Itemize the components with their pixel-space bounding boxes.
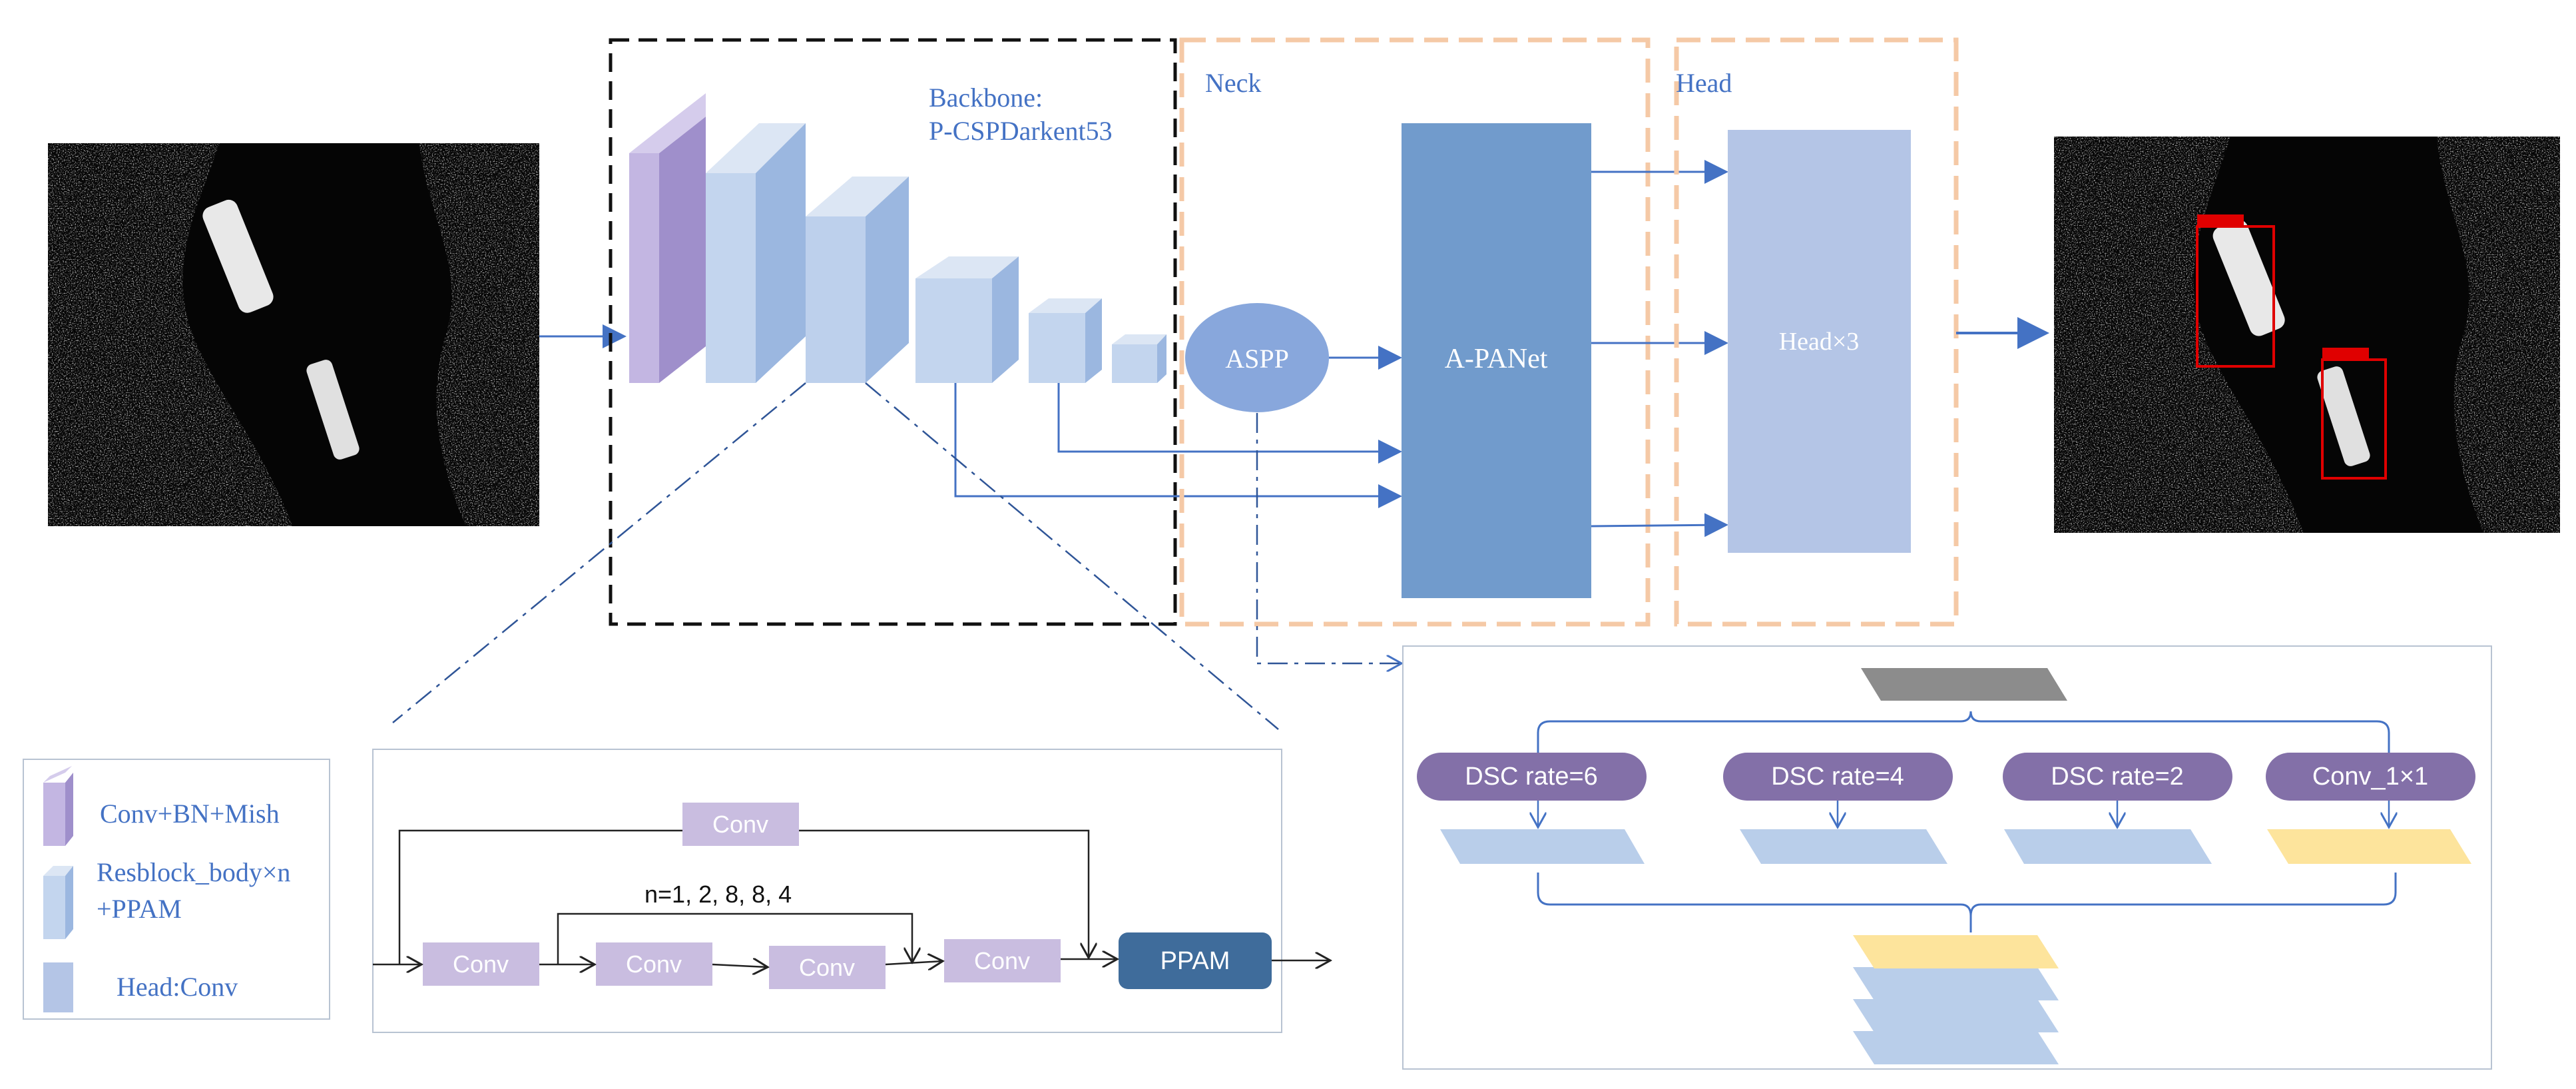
legend-label-head: Head:Conv: [117, 972, 238, 1002]
aspp-branch-dsc-4-label: DSC rate=4: [1771, 763, 1904, 791]
resblock-conv-1: [423, 942, 539, 986]
input-sar-image: [48, 143, 539, 526]
apanet-to-head-arrow-bottom: [1591, 513, 1728, 538]
zoom-line-left: [392, 382, 806, 723]
backbone-block-resblock-3: [915, 256, 1019, 383]
resblock-detail-box: [372, 749, 1282, 1033]
aspp-concat-stack: [1853, 935, 2059, 1064]
backbone-block-resblock-1: [706, 123, 806, 383]
resblock-conv-top-label: Conv: [712, 811, 768, 838]
resblock-flow-lines: [373, 829, 1330, 967]
backbone-label-line-1: Backbone:: [929, 83, 1043, 113]
resblock-conv-4-label: Conv: [974, 947, 1030, 974]
detection-tag-1: [2197, 214, 2244, 226]
aspp-branch-arrows: [1538, 801, 2389, 827]
aspp-input-feature: [1861, 668, 2067, 701]
detection-tag-2: [2322, 348, 2369, 360]
aspp-node: [1185, 303, 1329, 412]
aspp-branch-conv-1x1: [2266, 753, 2475, 801]
apanet-block: [1402, 123, 1591, 598]
aspp-branch-conv-1x1-label: Conv_1×1: [2312, 763, 2428, 791]
resblock-ppam-label: PPAM: [1160, 947, 1230, 975]
neck-box: [1179, 37, 1651, 627]
head-block: [1728, 130, 1911, 553]
legend-box: [23, 759, 330, 1020]
aspp-feature-dsc-4: [1740, 829, 1947, 864]
aspp-branch-dsc-2: [2003, 753, 2232, 801]
backbone-block-resblock-5: [1112, 334, 1166, 383]
aspp-merge-brace: [1537, 873, 2397, 932]
legend-swatch-head: [43, 962, 73, 1012]
aspp-branch-dsc-6-label: DSC rate=6: [1465, 763, 1598, 791]
aspp-branch-dsc-2-label: DSC rate=2: [2051, 763, 2184, 791]
head-block-label: Head×3: [1779, 328, 1860, 356]
resblock-conv-4: [944, 939, 1061, 982]
resblock-conv-top: [682, 803, 799, 846]
resblock-conv-3: [769, 946, 886, 989]
legend-label-resblock-1: Resblock_body×n: [97, 857, 290, 887]
resblock-ppam: [1119, 932, 1272, 989]
resblock-conv-2-label: Conv: [626, 950, 682, 978]
aspp-feature-dsc-2: [2004, 829, 2212, 864]
backbone-label-line-2: P-CSPDarkent53: [929, 116, 1113, 146]
legend-label-resblock-2: +PPAM: [97, 894, 182, 924]
backbone-block-resblock-4: [1029, 298, 1102, 383]
aspp-branch-dsc-4: [1723, 753, 1953, 801]
resblock-conv-1-label: Conv: [453, 950, 509, 978]
resblock-conv-3-label: Conv: [799, 954, 855, 981]
apanet-label: A-PANet: [1445, 344, 1548, 374]
backbone-box: [609, 38, 1177, 626]
connector-resblock-3-to-apanet: [954, 383, 1402, 508]
neck-label: Neck: [1205, 68, 1261, 98]
output-sar-image: [2054, 137, 2560, 533]
aspp-feature-dsc-6: [1440, 829, 1645, 864]
backbone-block-conv: [629, 93, 706, 383]
backbone-block-resblock-2: [806, 177, 909, 383]
head-label: Head: [1676, 68, 1732, 98]
legend-swatch-conv: [43, 766, 73, 846]
aspp-branch-dsc-6: [1417, 753, 1647, 801]
resblock-conv-2: [596, 942, 712, 986]
aspp-split-brace: [1537, 711, 2390, 756]
resblock-n-values: n=1, 2, 8, 8, 4: [644, 881, 792, 908]
legend-label-conv: Conv+BN+Mish: [100, 799, 280, 829]
connector-resblock-4-to-apanet: [1057, 383, 1402, 464]
legend-swatch-resblock: [43, 866, 73, 939]
zoom-line-right: [865, 382, 1279, 730]
aspp-feature-conv-1x1: [2267, 829, 2471, 864]
aspp-to-detail-connector: [1256, 413, 1402, 663]
aspp-label: ASPP: [1225, 344, 1289, 374]
